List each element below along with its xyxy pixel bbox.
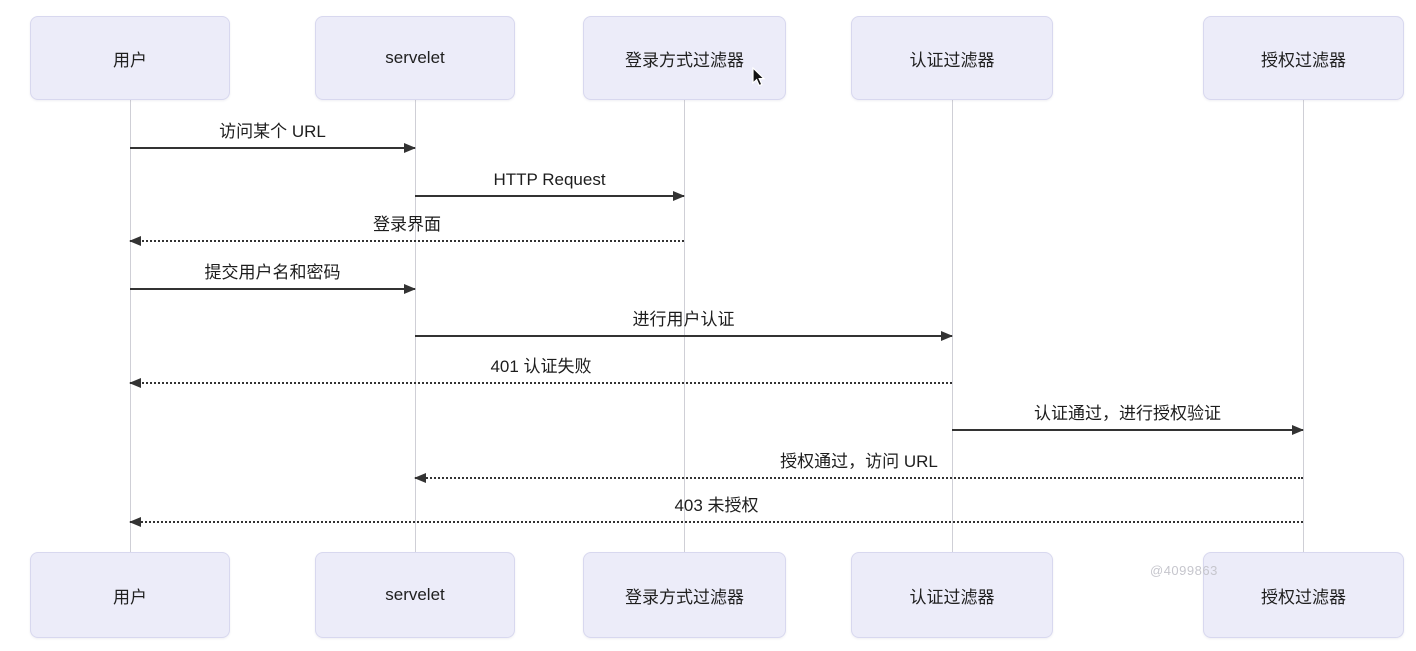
message-line — [130, 240, 684, 242]
message-login-page: 登录界面 — [129, 213, 684, 249]
message-label: 登录界面 — [373, 215, 441, 234]
actor-label: 用户 — [113, 50, 147, 70]
actor-bottom-login-method-filter: 登录方式过滤器 — [583, 552, 786, 638]
message-label: 授权通过，访问 URL — [780, 452, 938, 471]
message-line — [952, 429, 1303, 431]
message-403-unauthorized: 403 未授权 — [129, 494, 1303, 530]
message-line — [415, 335, 952, 337]
message-line — [415, 477, 1303, 479]
actor-bottom-user: 用户 — [30, 552, 230, 638]
arrowhead-left-icon — [129, 517, 141, 527]
message-http-request: HTTP Request — [415, 168, 685, 204]
actor-bottom-authorization-filter: 授权过滤器 — [1203, 552, 1404, 638]
message-label: 认证通过，进行授权验证 — [1034, 404, 1221, 423]
message-label: HTTP Request — [493, 170, 606, 189]
message-label: 403 未授权 — [674, 496, 759, 515]
actor-top-authorization-filter: 授权过滤器 — [1203, 16, 1404, 100]
message-line — [130, 521, 1303, 523]
message-label: 提交用户名和密码 — [204, 263, 341, 282]
actor-top-login-method-filter: 登录方式过滤器 — [583, 16, 786, 100]
actor-bottom-authentication-filter: 认证过滤器 — [851, 552, 1053, 638]
actor-label: 授权过滤器 — [1261, 50, 1346, 70]
arrowhead-left-icon — [414, 473, 426, 483]
actor-label: 登录方式过滤器 — [625, 50, 744, 70]
watermark: @4099863 — [1150, 563, 1218, 578]
message-access-url: 访问某个 URL — [130, 120, 416, 156]
actor-top-user: 用户 — [30, 16, 230, 100]
message-label: 401 认证失败 — [490, 357, 592, 376]
actor-label: 认证过滤器 — [909, 587, 995, 607]
arrowhead-right-icon — [1292, 425, 1304, 435]
message-auth-passed-authorize: 认证通过，进行授权验证 — [952, 402, 1304, 438]
actor-label: 登录方式过滤器 — [625, 587, 744, 607]
actor-top-servelet: servelet — [315, 16, 515, 100]
message-do-authentication: 进行用户认证 — [415, 308, 953, 344]
lifeline-servelet — [415, 100, 416, 552]
arrowhead-right-icon — [941, 331, 953, 341]
arrowhead-right-icon — [673, 191, 685, 201]
actor-label: servelet — [385, 585, 445, 604]
actor-bottom-servelet: servelet — [315, 552, 515, 638]
message-submit-credentials: 提交用户名和密码 — [130, 261, 416, 297]
arrowhead-right-icon — [404, 143, 416, 153]
actor-top-authentication-filter: 认证过滤器 — [851, 16, 1053, 100]
lifeline-authentication-filter — [952, 100, 953, 552]
message-line — [130, 382, 952, 384]
message-label: 进行用户认证 — [632, 310, 735, 329]
message-401-auth-failed: 401 认证失败 — [129, 355, 952, 391]
message-line — [415, 195, 684, 197]
message-authorized-access-url: 授权通过，访问 URL — [414, 450, 1303, 486]
actor-label: 授权过滤器 — [1261, 587, 1346, 607]
mouse-cursor-icon — [752, 67, 766, 87]
actor-label: 认证过滤器 — [909, 50, 995, 70]
lifeline-authorization-filter — [1303, 100, 1304, 552]
arrowhead-left-icon — [129, 236, 141, 246]
arrowhead-right-icon — [404, 284, 416, 294]
message-line — [130, 147, 415, 149]
actor-label: 用户 — [113, 587, 147, 607]
lifeline-user — [130, 100, 131, 552]
message-line — [130, 288, 415, 290]
message-label: 访问某个 URL — [219, 122, 326, 141]
actor-label: servelet — [385, 48, 445, 67]
lifeline-login-method-filter — [684, 100, 685, 552]
arrowhead-left-icon — [129, 378, 141, 388]
